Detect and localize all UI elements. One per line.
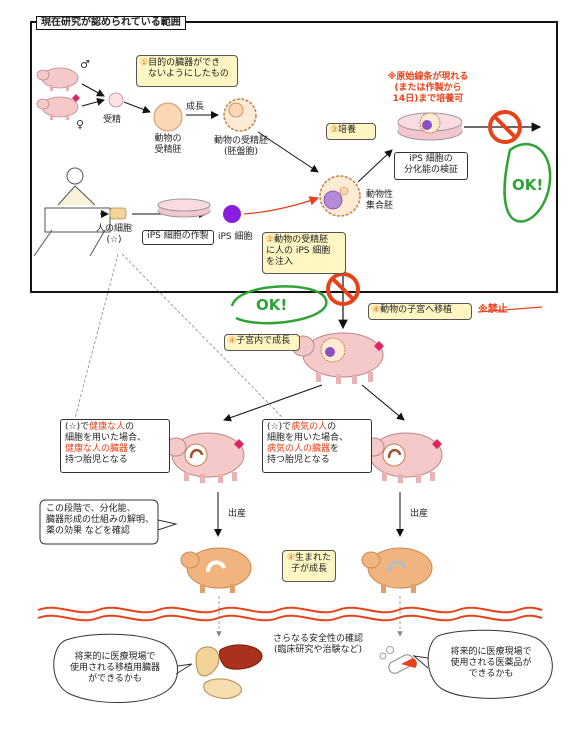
note-step3: ③培養 <box>326 123 376 140</box>
fetus-pig-right-icon <box>363 432 443 483</box>
fertilization-label: 受精 <box>103 115 122 125</box>
fetus-pig-left-icon <box>165 432 245 483</box>
ips-cell-icon <box>223 205 241 223</box>
safety-check-label: さらなる安全性の確認 (臨床研究や治験など) <box>272 634 363 655</box>
piglet-right-icon <box>361 547 433 593</box>
future-medicine-callout: 将来的に医療現場で 使用される医薬品が できるかも <box>450 647 532 679</box>
confirm-callout: この段階で、分化能、 臓器形成の仕組みの解明、 薬の効果 などを確認 <box>46 504 155 536</box>
fertilized-egg-icon <box>108 92 124 108</box>
ips-making-label: iPS 細胞の作製 <box>142 230 214 245</box>
patient-icon <box>33 167 111 257</box>
chimera-embryo-label: 動物性集合胚 <box>366 190 394 211</box>
medicine-icons <box>379 646 417 674</box>
female-pig-icon <box>36 94 80 120</box>
healthy-person-box: (☆)で健康な人の 細胞を用いた場合、 健康な人の臓器を 持つ胎児となる <box>60 419 170 473</box>
ips-dish-icon <box>157 198 211 218</box>
prohibited-icon-middle <box>326 272 360 306</box>
birth-label-left: 出産 <box>228 509 247 519</box>
primitive-streak-note: ※原始線条が現れる (または作製から 14日)まで培養可 <box>387 72 469 104</box>
prohibited-icon-top <box>488 110 522 144</box>
animal-embryo-icon <box>153 102 183 132</box>
note-step4-uterus-growth: ④子宮内で成長 <box>224 334 300 351</box>
frame-title: 現在研究が認められている範囲 <box>36 16 186 30</box>
note-step4-uterus-transfer: ④動物の子宮へ移植 <box>368 303 472 320</box>
ips-cell-label: iPS 細胞 <box>218 232 253 242</box>
growth-label: 成長 <box>186 102 205 112</box>
ips-verify-label: iPS 細胞の分化能の検証 <box>394 152 468 180</box>
piglet-left-icon <box>180 547 252 593</box>
future-organ-callout: 将来的に医療現場で 使用される移植用臓器 ができるかも <box>69 652 160 684</box>
sick-person-box: (☆)で病気の人の 細胞を用いた場合、 病気の人の臓器を 持つ胎児となる <box>262 419 372 473</box>
male-symbol-icon: ♂ <box>80 58 90 71</box>
blastocyst-icon <box>223 98 257 132</box>
animal-embryo-label: 動物の受精胚 <box>154 134 182 155</box>
birth-label-right: 出産 <box>410 509 429 519</box>
human-cell-icon <box>109 207 127 220</box>
ok-mark-middle: OK! <box>256 296 288 314</box>
male-pig-icon <box>36 67 79 91</box>
culture-dish-icon <box>397 112 463 141</box>
surrogate-pig-icon <box>291 332 384 384</box>
prohibited-label: ※禁止 <box>478 304 508 315</box>
research-scope-frame <box>30 21 558 293</box>
note-step1: ①目的の臓器ができ ないようにしたもの <box>136 55 238 87</box>
female-symbol-icon: ♀ <box>76 118 84 131</box>
note-step2: ②動物の受精胚 に人の iPS 細胞 を注入 <box>262 232 346 274</box>
note-step4-born-growth: ④生まれた 子が成長 <box>282 550 336 582</box>
blastocyst-label: 動物の受精胚(胚盤胞) <box>213 136 268 157</box>
human-cell-label: 人の細胞(☆) <box>95 224 132 245</box>
ok-mark-top: OK! <box>512 176 544 194</box>
chimera-embryo-icon <box>319 175 361 217</box>
organ-icons <box>195 644 263 699</box>
